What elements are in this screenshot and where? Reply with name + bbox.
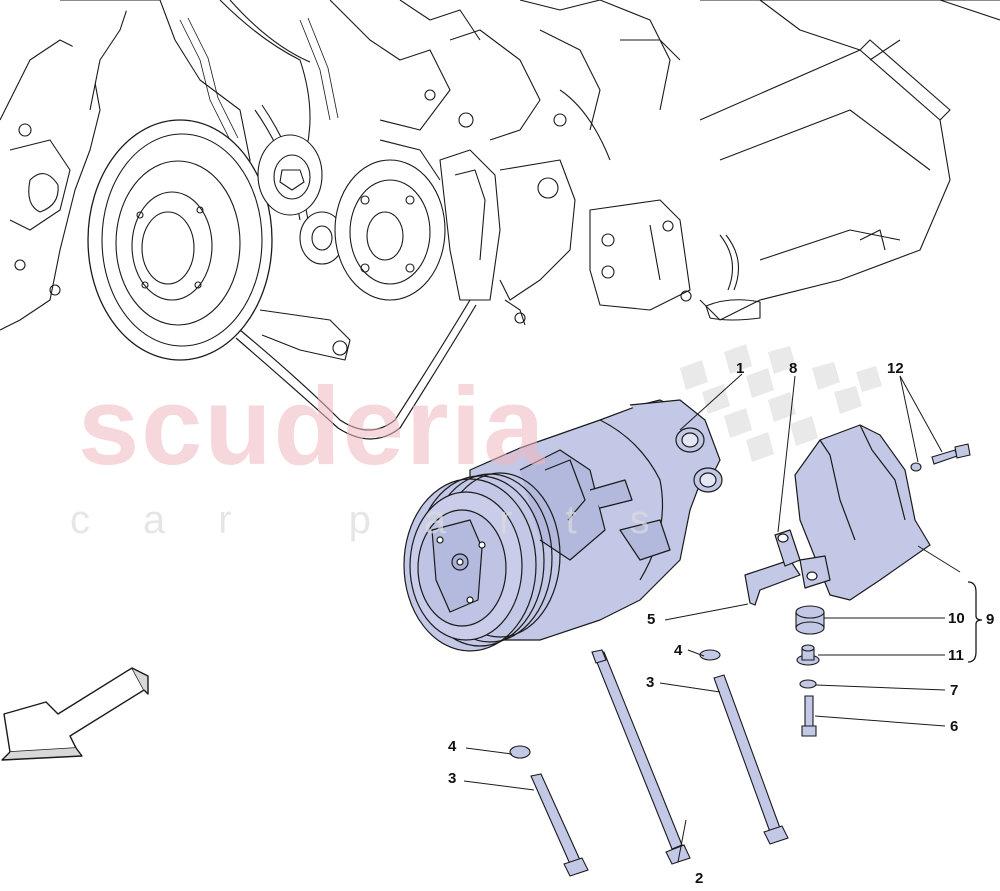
mounting-bracket: [744, 529, 831, 606]
bolt-6: [801, 695, 817, 737]
spacer-11: [796, 644, 820, 666]
callout-1: 1: [736, 360, 745, 377]
callout-10: 10: [948, 610, 965, 627]
checkered-flag-watermark: [680, 344, 882, 470]
watermark-brand: scuderia: [78, 365, 547, 488]
bolt-12: [910, 443, 971, 472]
callout-2: 2: [695, 870, 704, 887]
callout-3-upper: 3: [646, 674, 655, 691]
leader-lines: [463, 373, 961, 863]
callout-4-upper: 4: [674, 642, 683, 659]
washer-4-upper: [699, 649, 721, 661]
washer-4-lower: [509, 745, 531, 759]
washer-7: [799, 679, 817, 689]
callout-7: 7: [950, 682, 959, 699]
callout-12: 12: [887, 360, 904, 377]
callout-5: 5: [647, 611, 656, 628]
heat-shield: [794, 424, 931, 601]
callout-4-lower: 4: [448, 738, 457, 755]
long-bolt-2: [591, 649, 691, 865]
watermark-subtitle: car parts: [70, 498, 703, 542]
callout-11: 11: [948, 647, 964, 664]
callout-8: 8: [789, 360, 798, 377]
bracket-brace-9: [967, 581, 983, 663]
rubber-grommet-10: [795, 605, 825, 635]
direction-arrow-icon: [1, 667, 149, 761]
bolt-3-upper: [713, 674, 789, 845]
engine-assembly: [0, 0, 1000, 440]
callout-6: 6: [950, 718, 959, 735]
ac-compressor: [403, 399, 723, 652]
callout-9: 9: [986, 611, 995, 628]
callout-3-lower: 3: [448, 770, 457, 787]
bolt-3-lower: [530, 773, 589, 877]
